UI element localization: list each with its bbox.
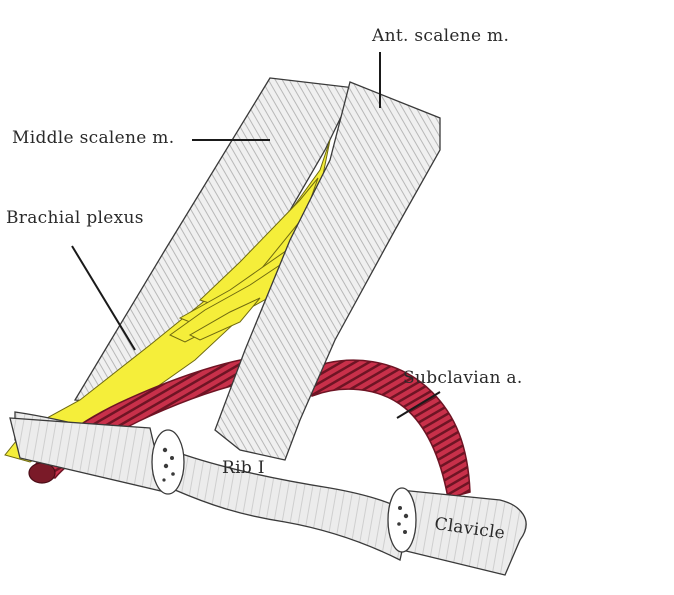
label-brachial-plexus: Brachial plexus <box>6 208 144 228</box>
artery-cut-end <box>28 462 56 484</box>
label-middle-scalene: Middle scalene m. <box>12 128 175 148</box>
clavicle-lateral-piece <box>399 489 527 576</box>
bone-marrow-dots-left <box>162 447 175 482</box>
bone-marrow-dots-right <box>397 506 409 534</box>
subclavian-artery-posterior <box>298 359 471 499</box>
clavicle-cut-surface-right <box>387 487 417 553</box>
label-ant-scalene: Ant. scalene m. <box>372 26 510 46</box>
anterior-scalene-muscle <box>214 81 441 461</box>
leader-subclavian <box>396 391 441 419</box>
label-leader-lines <box>71 52 441 419</box>
label-rib: Rib I <box>222 458 265 478</box>
leader-brachial-plexus <box>71 245 136 351</box>
label-subclavian: Subclavian a. <box>403 368 523 388</box>
clavicle-cut-surface-left <box>151 429 185 495</box>
